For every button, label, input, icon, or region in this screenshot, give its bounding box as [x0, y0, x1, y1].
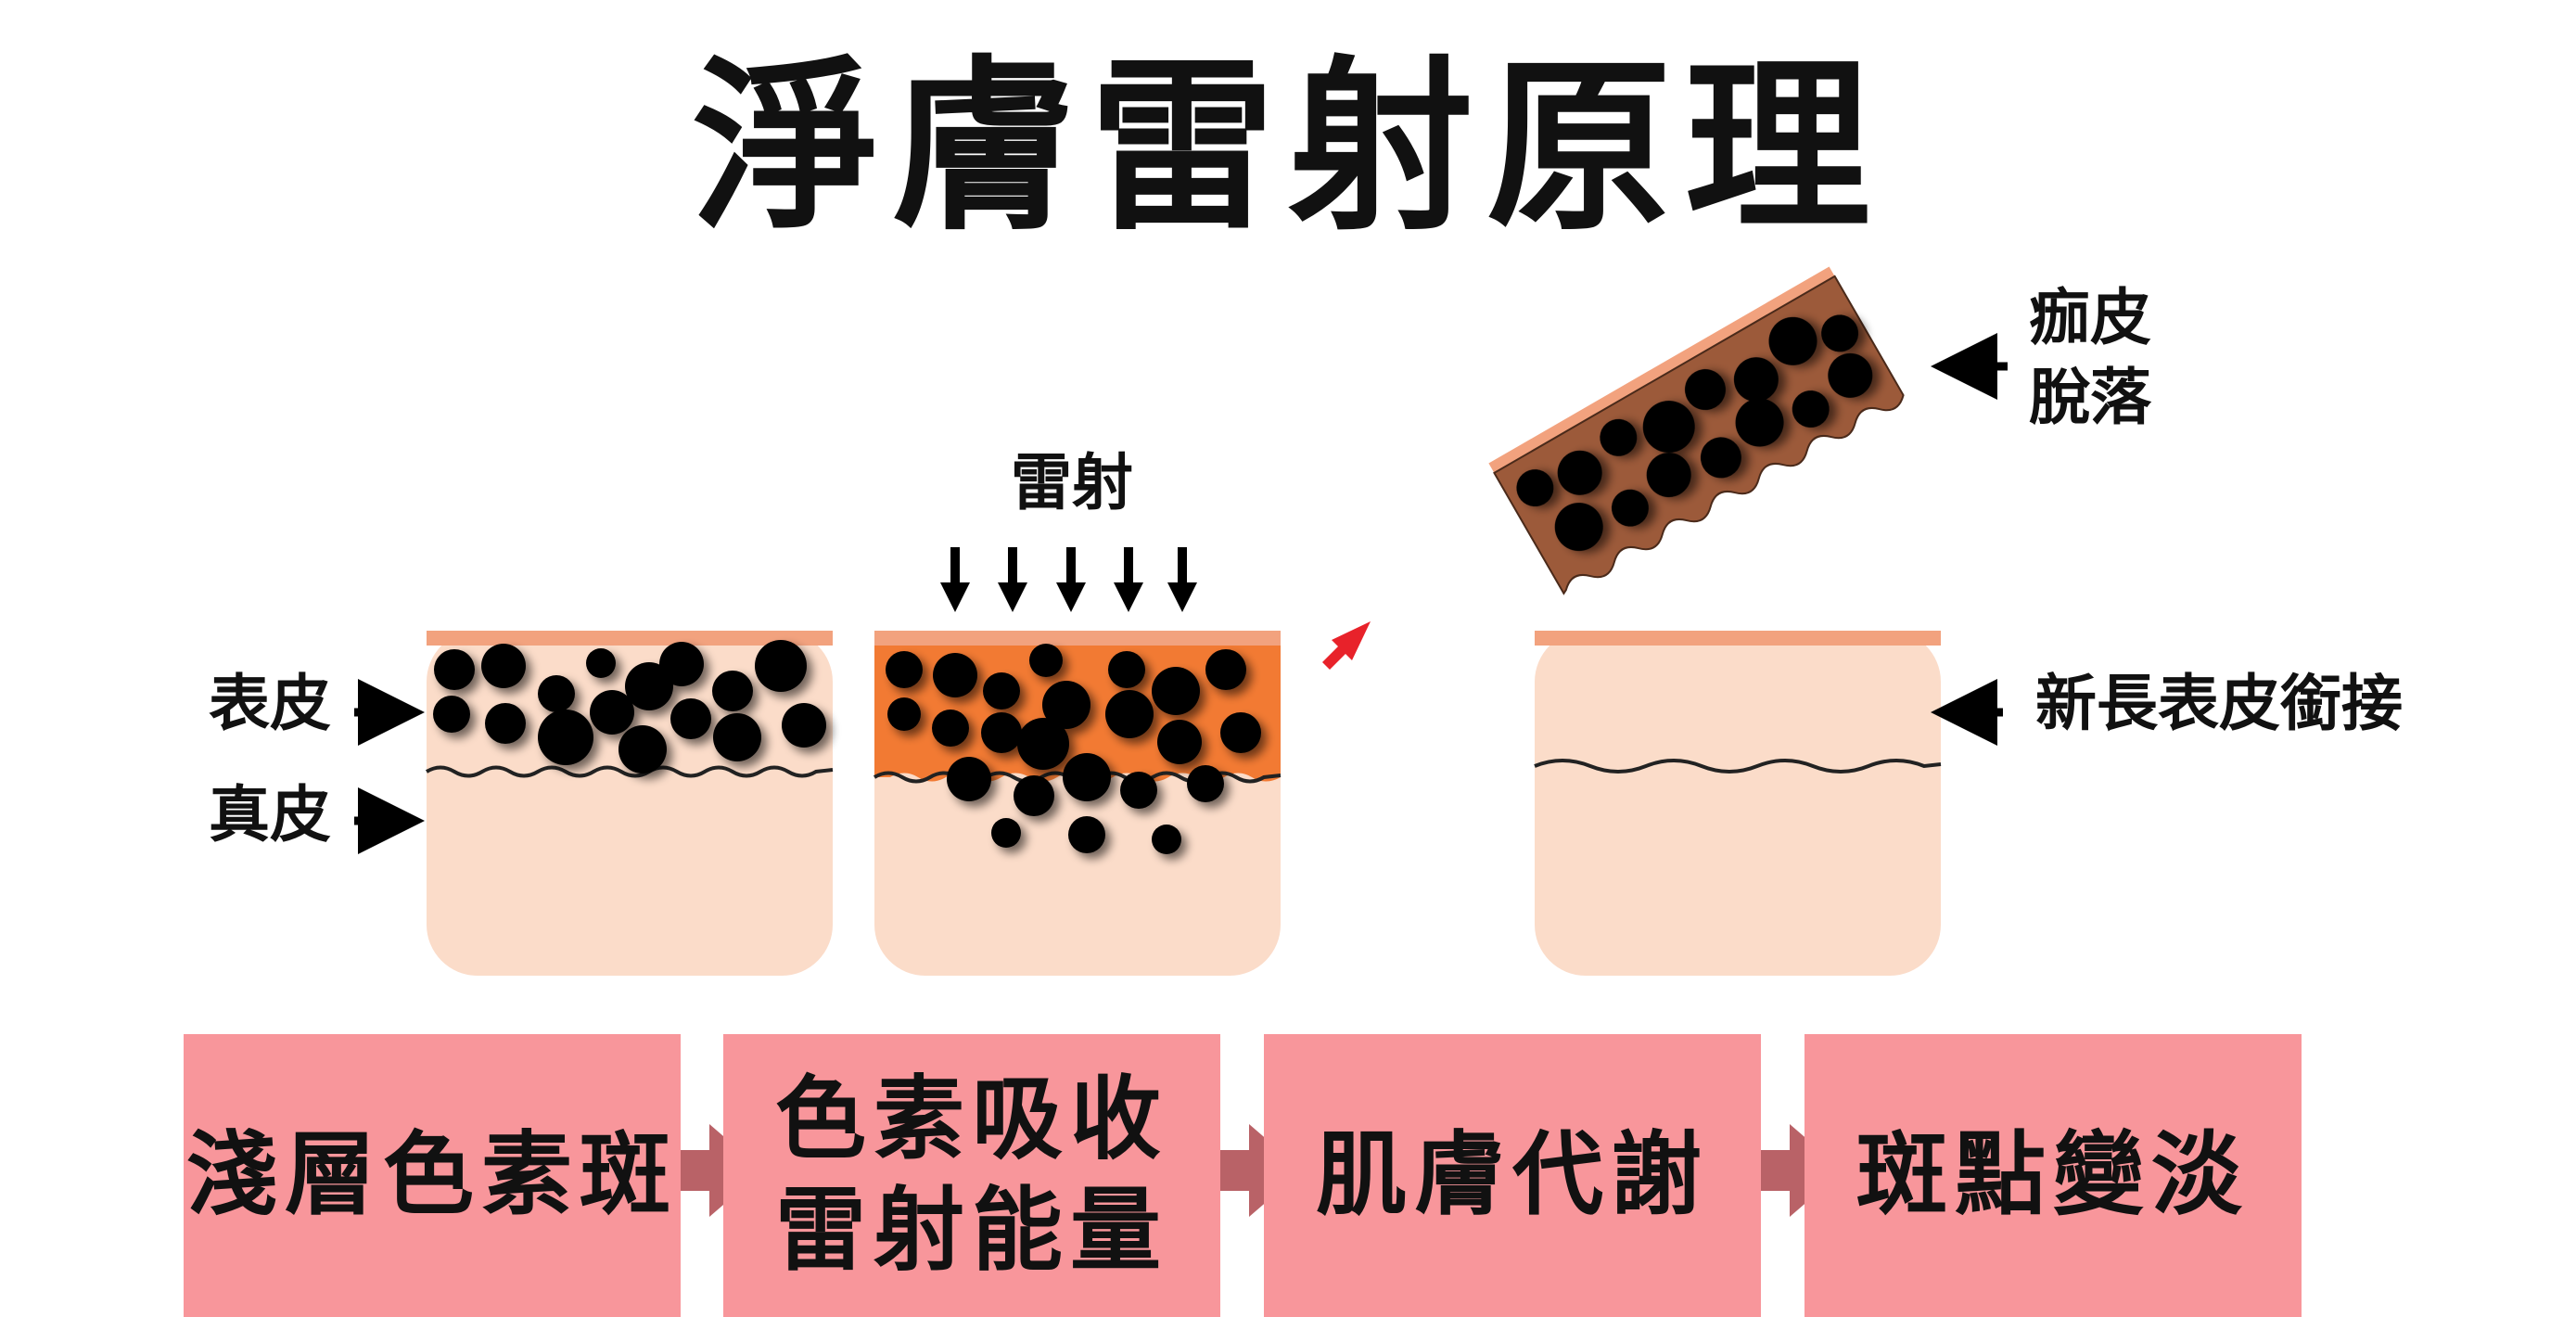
melanin-dot [991, 818, 1021, 848]
skin-panel-after [1534, 631, 1942, 976]
melanin-dot [1828, 352, 1873, 398]
step-arrow-icon [1196, 1124, 1303, 1217]
scab-label-line2: 脫落 [2029, 361, 2151, 433]
scab-label: 痂皮 脫落 [2029, 278, 2151, 438]
epidermis-band [427, 631, 833, 646]
melanin-dot [590, 690, 634, 735]
melanin-dot [1768, 316, 1817, 365]
skin-panel-laser [873, 547, 1282, 976]
scab-label-line1: 痂皮 [2029, 282, 2151, 353]
melanin-dot [1684, 369, 1726, 411]
melanin-dot [755, 640, 807, 692]
melanin-dot [481, 644, 526, 688]
step-text: 肌膚代謝 [1315, 1121, 1709, 1228]
melanin-dot [485, 703, 526, 744]
melanin-dot [1205, 649, 1246, 690]
laser-arrow-icon [1167, 547, 1197, 612]
melanin-dot [1557, 450, 1602, 495]
melanin-dot [1068, 816, 1105, 853]
melanin-dot [1187, 765, 1224, 802]
melanin-dot [670, 698, 711, 739]
laser-arrow-icon [940, 547, 970, 612]
melanin-dot [1105, 690, 1154, 738]
melanin-dot [1821, 314, 1859, 352]
melanin-dot [933, 653, 977, 697]
melanin-dot [887, 697, 921, 731]
melanin-dot [538, 675, 575, 712]
melanin-dot [1220, 712, 1261, 753]
scab-top-band [1488, 266, 1835, 473]
melanin-dot [625, 662, 673, 710]
melanin-dot [947, 757, 991, 801]
melanin-dot [1120, 772, 1157, 809]
melanin-dot [1792, 390, 1830, 428]
melanin-dot [538, 710, 593, 765]
melanin-dot [1152, 667, 1200, 715]
melanin-dot [712, 671, 753, 711]
melanin-dot [1042, 681, 1090, 729]
step-box-3: 肌膚代謝 [1264, 1034, 1761, 1317]
dermis-label: 真皮 [209, 779, 331, 850]
melanin-dot [1063, 753, 1111, 801]
laser-arrow-icon [1056, 547, 1086, 612]
step-text: 淺層色素斑 [185, 1121, 678, 1228]
melanin-dot [1735, 398, 1784, 447]
laser-arrow-icon [998, 547, 1027, 612]
melanin-dot [1611, 489, 1649, 527]
laser-arrows [940, 547, 1197, 612]
dermis-boundary-line [425, 765, 834, 778]
step-box-2: 色素吸收 雷射能量 [723, 1034, 1220, 1317]
melanin-dot [433, 696, 470, 733]
dermis-boundary-line [1534, 759, 1942, 774]
melanin-dot [1152, 825, 1181, 854]
red-transition-arrow-icon [1322, 621, 1371, 670]
melanin-dot [618, 725, 667, 774]
melanin-cluster [886, 644, 1261, 854]
melanin-dot [1600, 418, 1638, 456]
melanin-cluster [1516, 314, 1873, 552]
melanin-dot [1157, 720, 1202, 764]
new-epidermis-label: 新長表皮銜接 [2035, 668, 2403, 739]
step-box-1: 淺層色素斑 [184, 1034, 681, 1317]
melanin-dot [434, 649, 475, 690]
melanin-dot [1029, 644, 1063, 677]
step-box-4: 斑點變淡 [1804, 1034, 2302, 1317]
melanin-dot [659, 642, 704, 686]
melanin-dot [932, 710, 969, 747]
melanin-cluster [433, 640, 826, 774]
melanin-dot [713, 713, 761, 761]
melanin-dot [586, 648, 616, 678]
melanin-dot [886, 651, 923, 688]
step-arrow-icon [657, 1124, 763, 1217]
step-text: 斑點變淡 [1855, 1121, 2250, 1228]
step-text: 色素吸收 雷射能量 [774, 1066, 1168, 1284]
melanin-dot [1108, 651, 1145, 688]
melanin-dot [1554, 503, 1603, 552]
diagram-title: 淨膚雷射原理 [692, 40, 1883, 256]
melanin-dot [1646, 453, 1691, 498]
skin-body [1535, 631, 1941, 976]
melanin-dot [782, 703, 826, 748]
epidermis-band [1535, 631, 1941, 646]
laser-arrow-icon [1114, 547, 1143, 612]
melanin-dot [983, 672, 1020, 710]
melanin-dot [1700, 437, 1741, 479]
melanin-dot [1014, 775, 1054, 816]
melanin-dot [1516, 469, 1554, 507]
laser-label: 雷射 [1011, 447, 1133, 518]
step-arrow-icon [1737, 1124, 1843, 1217]
melanin-dot [981, 712, 1022, 753]
epidermis-band [874, 631, 1281, 646]
melanin-dot [1642, 401, 1695, 454]
melanin-dot [1017, 718, 1069, 770]
step-arrows [657, 1124, 1843, 1217]
peeling-scab [1488, 266, 1905, 595]
epidermis-label: 表皮 [209, 668, 331, 739]
skin-panel-before [425, 631, 834, 976]
melanin-dot [1733, 357, 1779, 403]
